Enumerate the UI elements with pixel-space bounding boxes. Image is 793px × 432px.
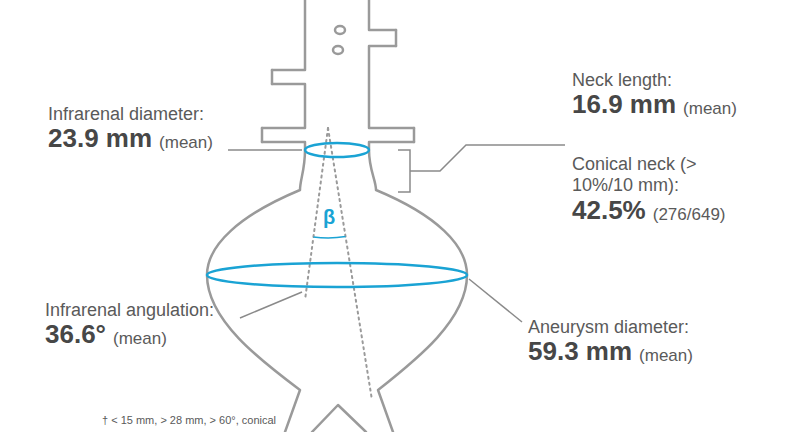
measure-qualifier: (mean) [113, 329, 167, 349]
diameter-leader [228, 149, 302, 151]
neck-leader [410, 145, 565, 171]
measure-label: Infrarenal angulation: [45, 300, 214, 321]
aneurysm-diameter-ring [207, 263, 467, 287]
measure-value: 16.9 mm [572, 90, 676, 120]
angulation-leader [240, 292, 302, 318]
measure-qualifier: (mean) [683, 99, 737, 119]
measure-value: 42.5% [572, 196, 646, 226]
measure-qualifier: (mean) [639, 346, 693, 366]
aorta-right-wall [369, 0, 467, 432]
neck-bracket [398, 150, 410, 192]
measure-label: Aneurysm diameter: [528, 317, 689, 338]
measure-qualifier: (276/649) [653, 205, 726, 225]
measure-value: 59.3 mm [528, 337, 632, 367]
branch-ostium [333, 46, 343, 54]
iliac-crotch [312, 405, 366, 432]
footnote: † < 15 mm, > 28 mm, > 60°, conical [100, 414, 278, 427]
angle-arc [313, 237, 345, 238]
neck-diameter-ring [305, 143, 369, 157]
measure-label: Neck length: [572, 70, 672, 91]
measure-value: 36.6° [45, 320, 106, 350]
measure-qualifier: (mean) [159, 133, 213, 153]
angle-symbol: β [323, 206, 335, 229]
measure-label: Conical neck (> 10%/10 mm): [572, 154, 722, 195]
branch-ostium [335, 26, 345, 34]
measure-label: Infrarenal diameter: [48, 104, 204, 125]
branch-ends [262, 30, 414, 142]
aneurysm-leader [469, 279, 522, 322]
measure-value: 23.9 mm [48, 124, 152, 154]
aorta-left-wall [207, 0, 305, 432]
